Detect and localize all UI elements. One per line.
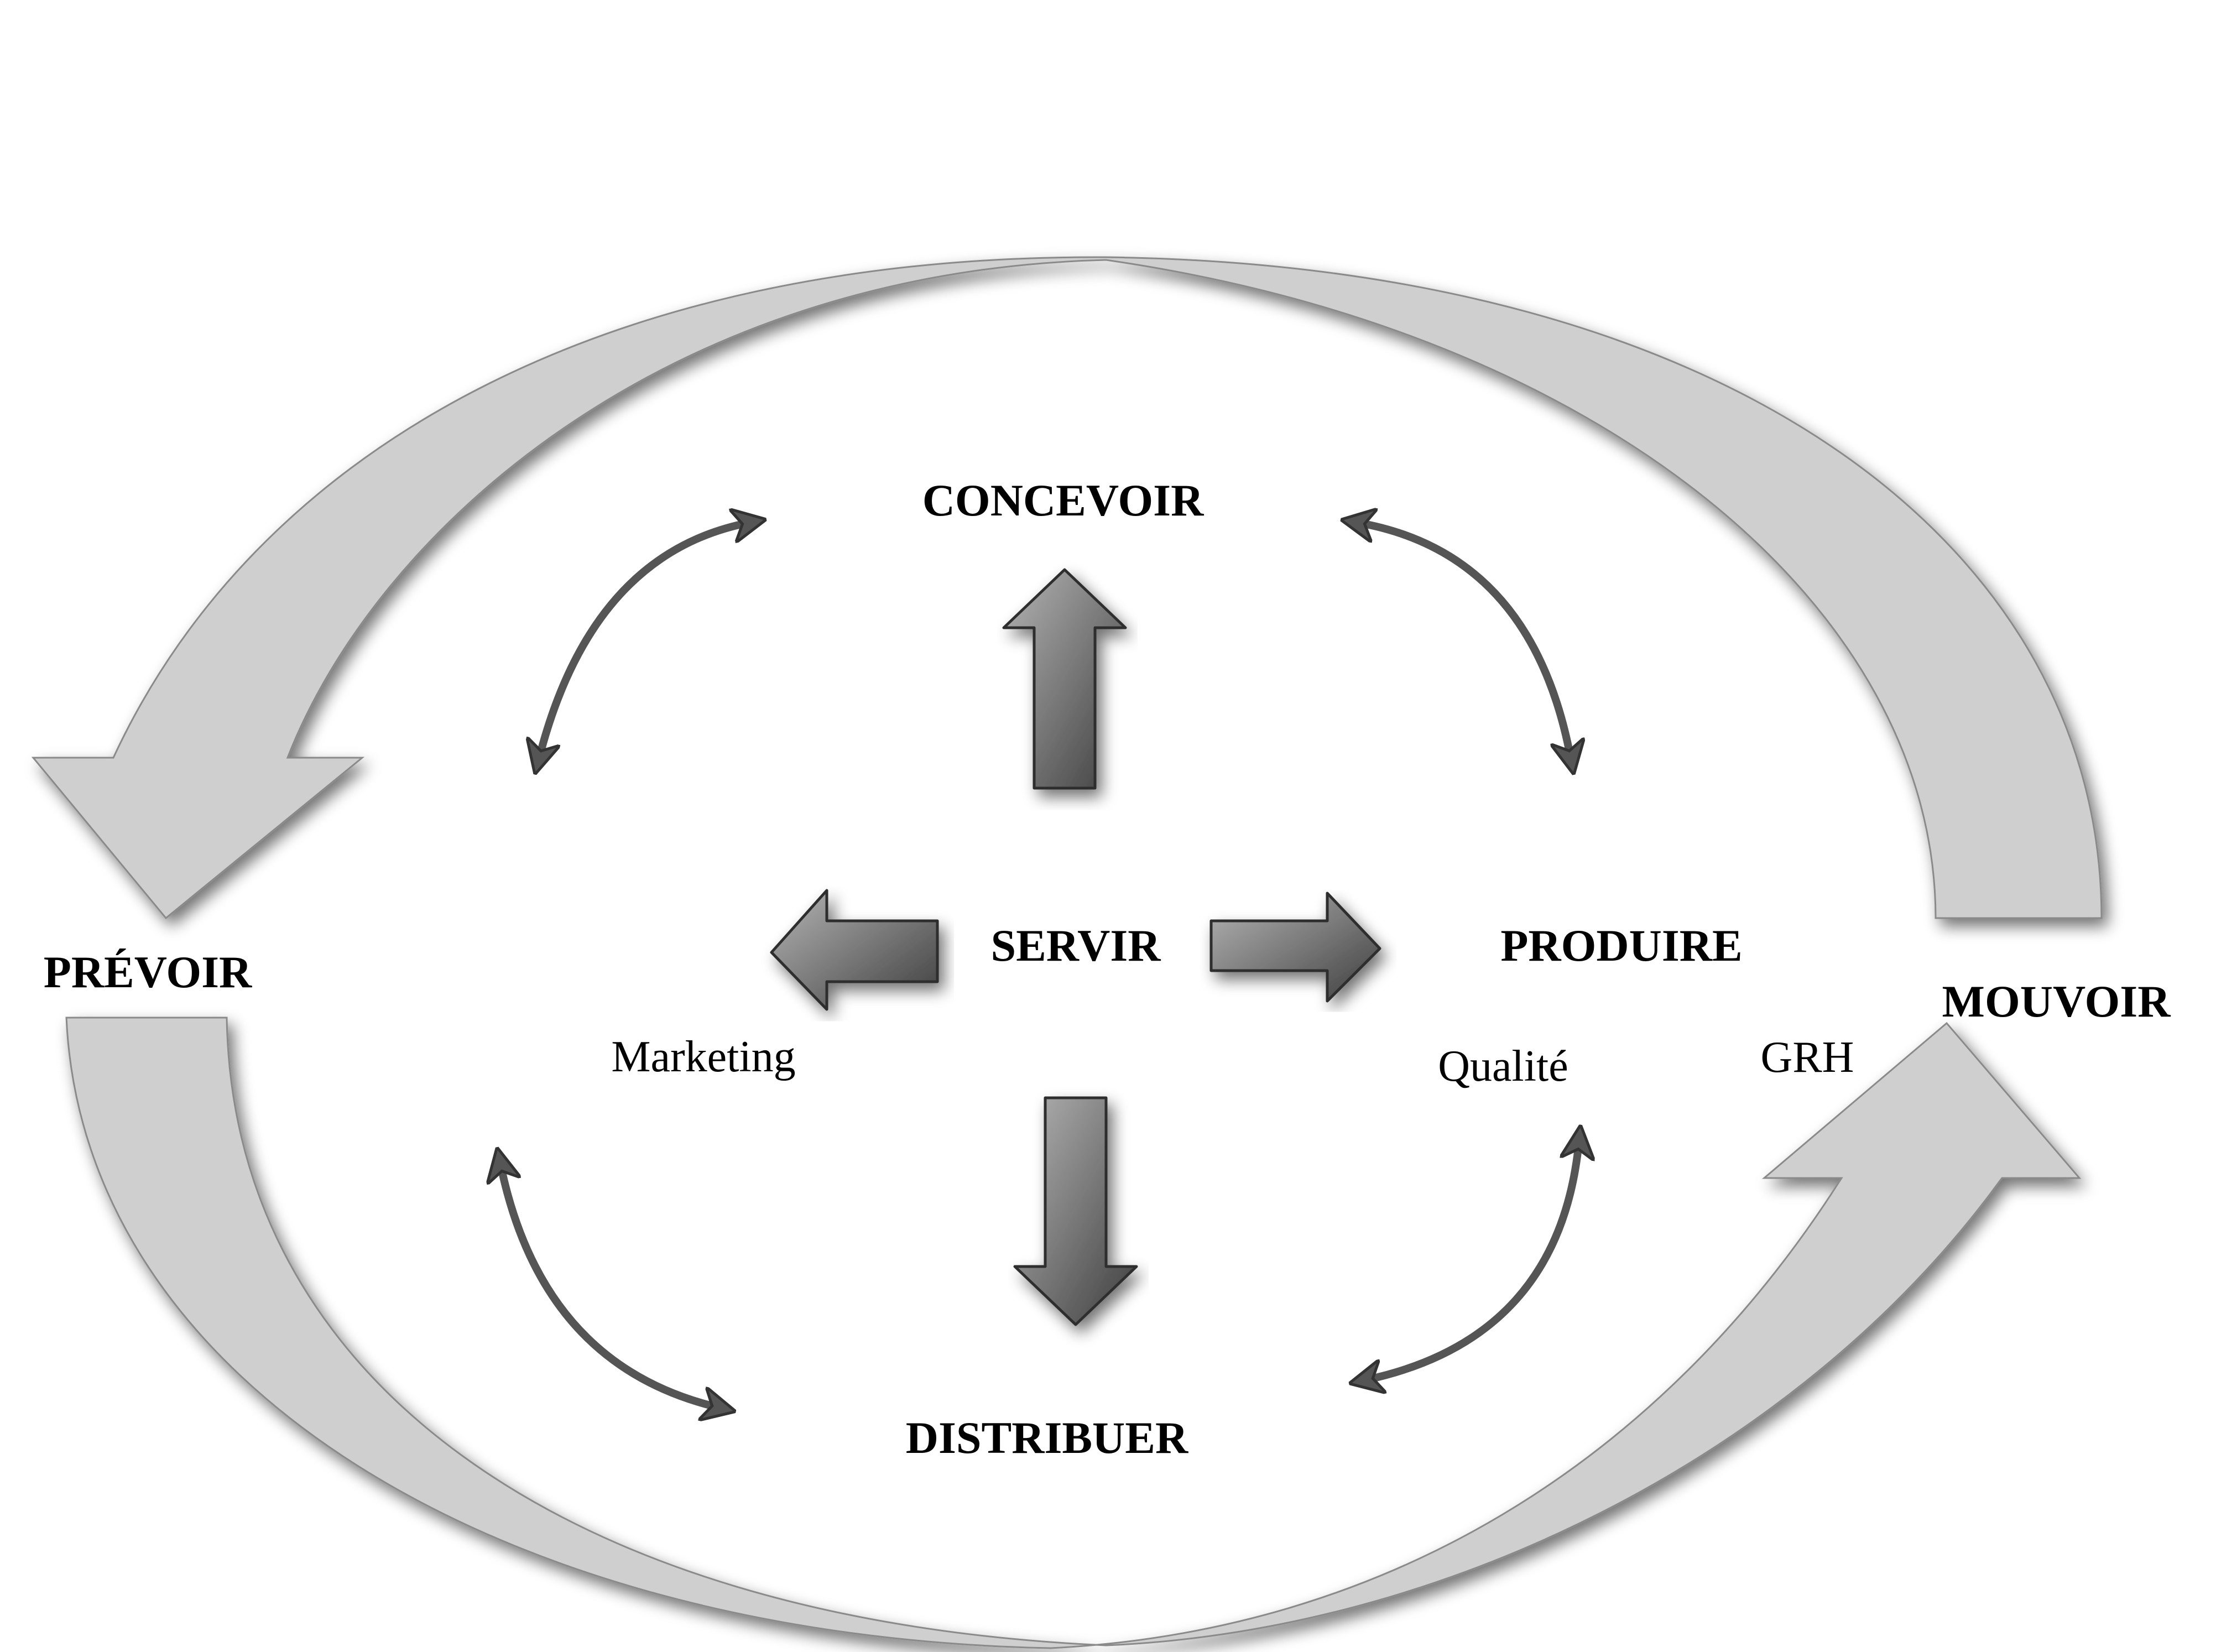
label-distribuer: DISTRIBUER (906, 1413, 1188, 1463)
block-arrow-down (1013, 1096, 1138, 1326)
block-arrow-left (770, 889, 939, 1011)
curved-arrow-top-right (1358, 523, 1571, 758)
label-mouvoir: MOUVOIR (1942, 976, 2171, 1026)
cycle-arrow-bottom (65, 1017, 2082, 1649)
label-qualite: Qualité (1438, 1042, 1568, 1091)
label-marketing: Marketing (611, 1033, 795, 1081)
label-servir: SERVIR (991, 920, 1161, 971)
label-grh: GRH (1761, 1033, 1854, 1082)
block-arrow-right (1209, 892, 1381, 1003)
cycle-arrow-top (31, 256, 2103, 920)
label-concevoir: CONCEVOIR (922, 475, 1204, 525)
label-prevoir: PRÉVOIR (44, 947, 252, 997)
cycle-band-bottom (65, 1017, 2082, 1649)
curved-arrow-bottom-right (1366, 1142, 1579, 1380)
block-arrow-up (1002, 568, 1127, 790)
label-produire: PRODUIRE (1500, 920, 1742, 971)
cycle-band-top (31, 256, 2103, 920)
curved-arrow-bottom-left (500, 1164, 719, 1408)
curved-arrow-top-left (539, 523, 749, 758)
